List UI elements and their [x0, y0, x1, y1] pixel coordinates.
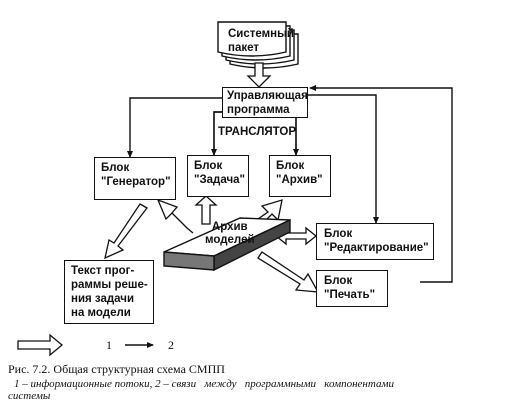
- print-label-line2: "Печать": [324, 289, 376, 301]
- flow-package-to-control: [246, 62, 272, 88]
- flow-generator-to-text: [104, 203, 148, 260]
- legend-number-2: 2: [168, 338, 174, 352]
- edit-block: Блок "Редактирование": [316, 223, 434, 260]
- archive-block-label-line2: "Архив": [276, 174, 323, 186]
- archive-block-label-line1: Блок: [276, 160, 305, 172]
- figure-caption-note-line1: 1 – информационные потоки, 2 – связи меж…: [14, 378, 394, 390]
- edit-label-line2: "Редактирование": [324, 242, 429, 254]
- flow-archive-to-generator: [156, 198, 194, 234]
- control-label-line2: программа: [227, 104, 290, 116]
- package-label: Системный пакет: [228, 27, 294, 55]
- slab-front-side: [163, 251, 215, 271]
- package-stack: [217, 21, 299, 69]
- legend-hollow-arrow: [17, 333, 64, 357]
- legend-arrows: [17, 333, 154, 357]
- figure-caption-title: Рис. 7.2. Общая структурная схема СМПП: [8, 362, 225, 376]
- archive-models-slab: [163, 217, 291, 272]
- flow-archive-to-print: [257, 251, 320, 293]
- generator-label-line2: "Генератор": [101, 176, 171, 188]
- generator-label-line1: Блок: [101, 162, 130, 174]
- task-label-line1: Блок: [194, 160, 223, 172]
- link-control-generator: [127, 97, 222, 158]
- information-flows: [104, 62, 320, 293]
- archive-block: Блок "Архив": [269, 155, 331, 197]
- package-sheet-front: [217, 21, 287, 57]
- control-program-block: Управляющая программа: [222, 87, 308, 118]
- task-label-line2: "Задача": [194, 174, 245, 186]
- figure-caption-note-line2: системы: [8, 390, 51, 402]
- archive-models-line1: Архив: [211, 221, 248, 233]
- task-block: Блок "Задача": [187, 155, 249, 197]
- edit-label-line1: Блок: [324, 228, 353, 240]
- archive-models-line2: моделей: [205, 234, 255, 246]
- print-label-line1: Блок: [324, 275, 353, 287]
- print-block: Блок "Печать": [316, 270, 388, 307]
- generator-block: Блок "Генератор": [94, 157, 176, 200]
- program-text-block: Текст прог- раммы реше- ния задачи на мо…: [64, 260, 154, 324]
- link-control-edit: [306, 94, 379, 224]
- package-label-line2: пакет: [228, 42, 259, 54]
- archive-models-label: Архив моделей: [205, 221, 255, 247]
- translator-label: ТРАНСЛЯТОР: [218, 126, 297, 138]
- text-label-line2: раммы реше-: [71, 279, 148, 291]
- text-label-line3: ния задачи: [71, 293, 135, 305]
- link-print-control: [309, 85, 453, 283]
- control-label-line1: Управляющая: [227, 90, 308, 102]
- program-links: [127, 85, 453, 283]
- text-label-line1: Текст прог-: [71, 265, 135, 277]
- legend-number-1: 1: [106, 338, 112, 352]
- package-label-line1: Системный: [228, 28, 294, 40]
- flow-archive-to-task: [194, 195, 218, 225]
- text-label-line4: на модели: [71, 307, 131, 319]
